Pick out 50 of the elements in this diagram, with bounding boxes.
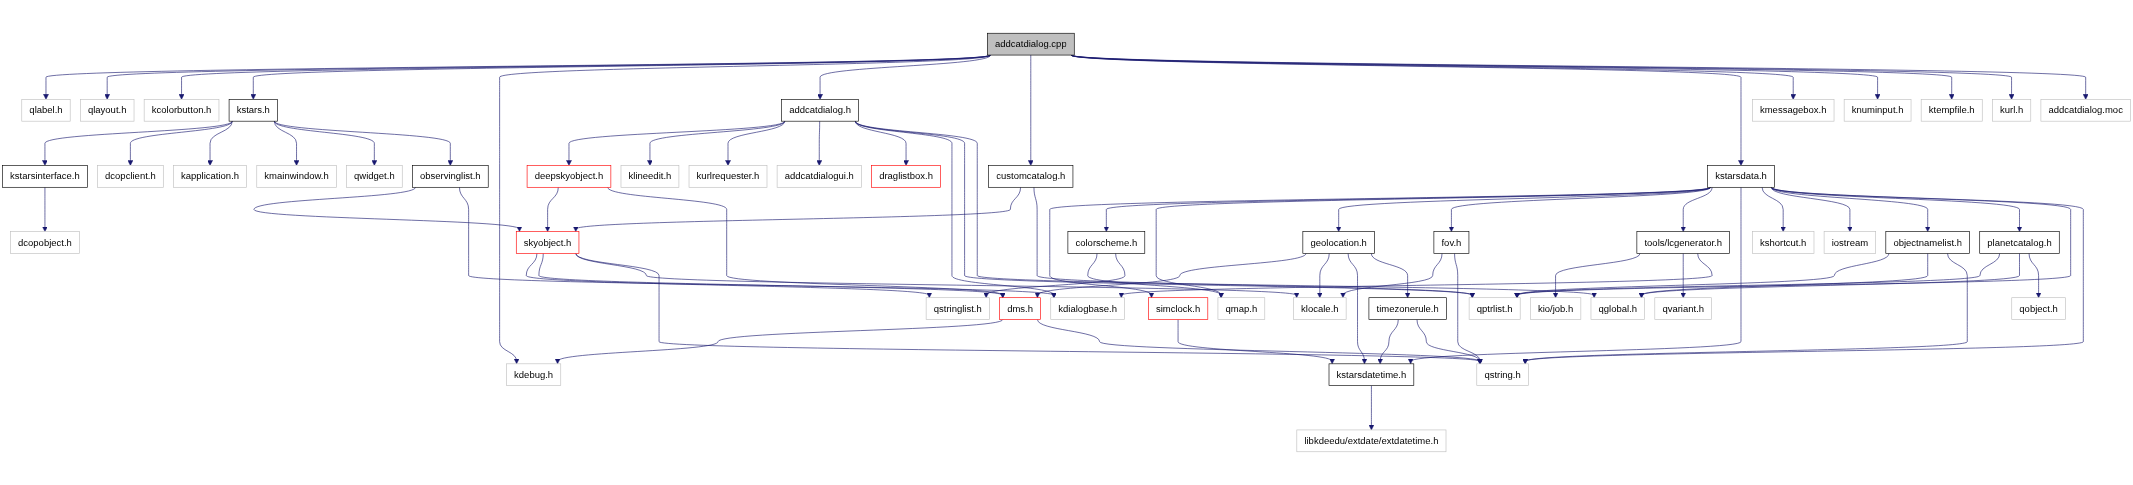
node-box: kstars.h (228, 99, 278, 122)
node-box: addcatdialog.h (781, 99, 859, 122)
node-box: kmainwindow.h (256, 165, 337, 188)
node-box: knuminput.h (1843, 99, 1912, 122)
node-box: libkdeedu/extdate/extdatetime.h (1296, 429, 1447, 453)
node-box: customcatalog.h (988, 165, 1074, 188)
node-box: objectnamelist.h (1885, 231, 1970, 254)
node-box: iostream (1823, 231, 1876, 254)
node-box: dcopobject.h (10, 231, 80, 254)
node-box: dcopclient.h (97, 165, 164, 188)
node-box: kdebug.h (506, 363, 562, 386)
node-box: draglistbox.h (871, 165, 941, 188)
node-box: ktempfile.h (1920, 99, 1983, 122)
node-box: tools/lcgenerator.h (1636, 231, 1730, 254)
node-box: kcolorbutton.h (143, 99, 220, 122)
node-box: addcatdialog.moc (2040, 99, 2131, 122)
node-box: kshortcut.h (1752, 231, 1815, 254)
node-box: qstring.h (1476, 363, 1529, 386)
node-box: colorscheme.h (1067, 231, 1146, 254)
node-box: addcatdialogui.h (776, 165, 862, 188)
node-box: qlabel.h (21, 99, 71, 122)
node-box: observinglist.h (412, 165, 489, 188)
node-box: addcatdialog.cpp (987, 32, 1075, 56)
node-box: klocale.h (1293, 297, 1347, 320)
node-box: skyobject.h (515, 231, 580, 254)
node-box: deepskyobject.h (526, 165, 612, 188)
node-box: kapplication.h (173, 165, 247, 188)
node-box: geolocation.h (1302, 231, 1375, 254)
node-box: kstarsdata.h (1707, 165, 1775, 188)
node-box: qglobal.h (1590, 297, 1645, 320)
node-box: kurl.h (1992, 99, 2032, 122)
node-box: qlayout.h (80, 99, 135, 122)
node-box: qvariant.h (1654, 297, 1712, 320)
node-box: qobject.h (2011, 297, 2066, 320)
node-box: qwidget.h (346, 165, 403, 188)
node-box: planetcatalog.h (1979, 231, 2060, 254)
node-box: kmessagebox.h (1752, 99, 1835, 122)
node-box: dms.h (999, 297, 1041, 320)
node-box: kdialogbase.h (1050, 297, 1125, 320)
node-box: qmap.h (1217, 297, 1266, 320)
node-box: qptrlist.h (1468, 297, 1521, 320)
node-box: kstarsdatetime.h (1328, 363, 1415, 386)
node-box: simclock.h (1148, 297, 1209, 320)
node-box: kstarsinterface.h (2, 165, 88, 188)
node-box: kio/job.h (1530, 297, 1582, 320)
node-box: klineedit.h (620, 165, 680, 188)
node-box: timezonerule.h (1368, 297, 1447, 320)
node-box: kurlrequester.h (688, 165, 768, 188)
node-box: fov.h (1433, 231, 1470, 254)
node-box: qstringlist.h (925, 297, 990, 320)
